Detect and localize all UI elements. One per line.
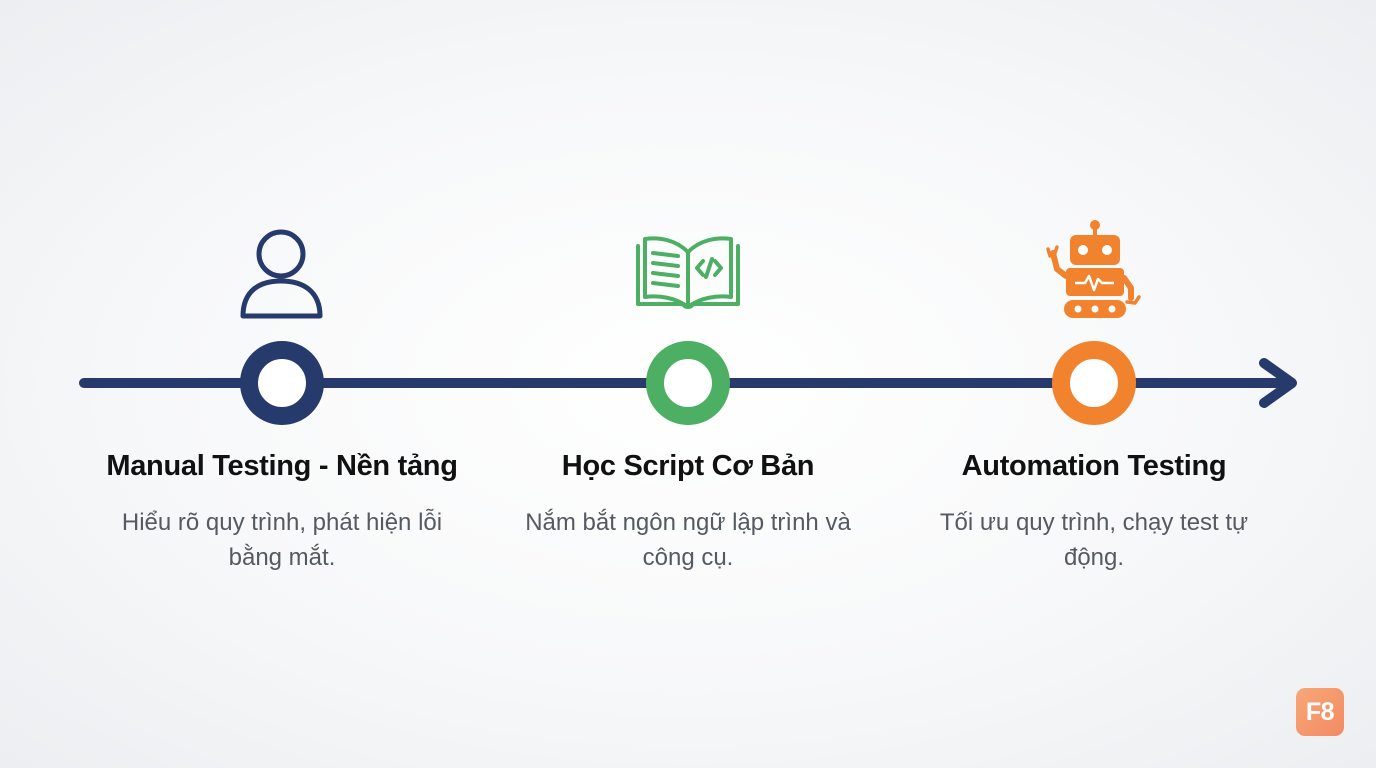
code-book-icon xyxy=(636,236,740,309)
stage-description: Nắm bắt ngôn ngữ lập trình và công cụ. xyxy=(525,509,851,571)
robot-icon xyxy=(1046,220,1141,318)
stage-description: Hiểu rõ quy trình, phát hiện lỗi bằng mắ… xyxy=(121,509,443,571)
arrow-head-icon xyxy=(1259,358,1297,408)
stage-title: Automation Testing xyxy=(961,450,1227,482)
stage-automation-testing: Automation Testing Tối ưu quy trình, chạ… xyxy=(874,450,1314,575)
milestone-node-script xyxy=(646,341,730,425)
person-icon xyxy=(240,229,323,319)
stage-learn-script: Học Script Cơ Bản Nắm bắt ngôn ngữ lập t… xyxy=(468,450,908,575)
milestone-node-manual xyxy=(240,341,324,425)
brand-logo-badge: F8 xyxy=(1296,688,1344,736)
stage-title: Học Script Cơ Bản xyxy=(561,450,815,482)
stage-manual-testing: Manual Testing - Nền tảng Hiểu rõ quy tr… xyxy=(62,450,502,575)
stage-title: Manual Testing - Nền tảng xyxy=(106,450,458,482)
stage-description: Tối ưu quy trình, chạy test tự động. xyxy=(939,509,1249,571)
milestone-node-automation xyxy=(1052,341,1136,425)
